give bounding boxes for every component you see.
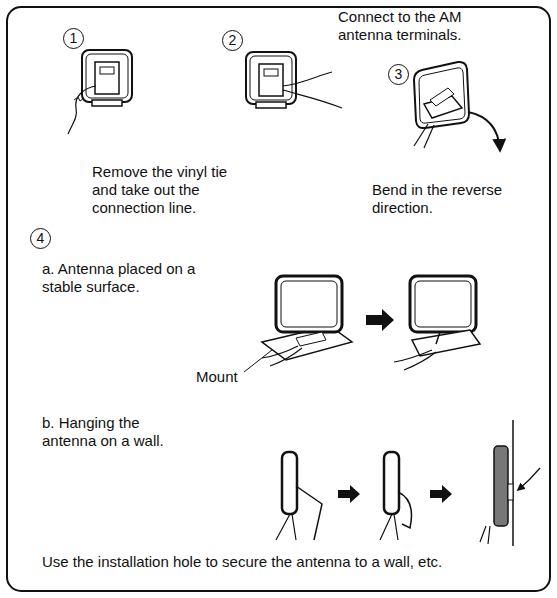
instruction-text: Connect to the AM antenna terminals. — [338, 8, 503, 44]
leader-line — [244, 350, 272, 372]
step-number: 3 — [388, 64, 409, 85]
step-arrow — [430, 485, 452, 503]
instruction-text: b. Hanging the antenna on a wall. — [42, 414, 182, 450]
antenna-side-with-mount — [276, 452, 322, 540]
antenna-on-wall — [480, 420, 540, 546]
step-arrow — [338, 485, 360, 503]
antenna-standing — [394, 276, 480, 370]
instruction-text: Remove the vinyl tie and take out the co… — [92, 163, 247, 217]
instruction-text: Bend in the reverse direction. — [372, 181, 522, 217]
antenna-on-mount — [262, 276, 352, 366]
antenna-perspective — [414, 62, 500, 150]
instruction-text: Mount — [196, 368, 238, 386]
instruction-text: a. Antenna placed on a stable surface. — [42, 260, 197, 296]
antenna-side-folded — [380, 452, 412, 540]
step-number: 1 — [63, 28, 84, 49]
antenna-front-wire-out — [246, 52, 342, 108]
step-number: 2 — [222, 30, 243, 51]
step-arrow — [366, 309, 394, 331]
antenna-front — [68, 50, 132, 134]
instruction-text: Use the installation hole to secure the … — [42, 553, 547, 571]
step-number: 4 — [30, 228, 51, 249]
frame — [7, 7, 550, 591]
